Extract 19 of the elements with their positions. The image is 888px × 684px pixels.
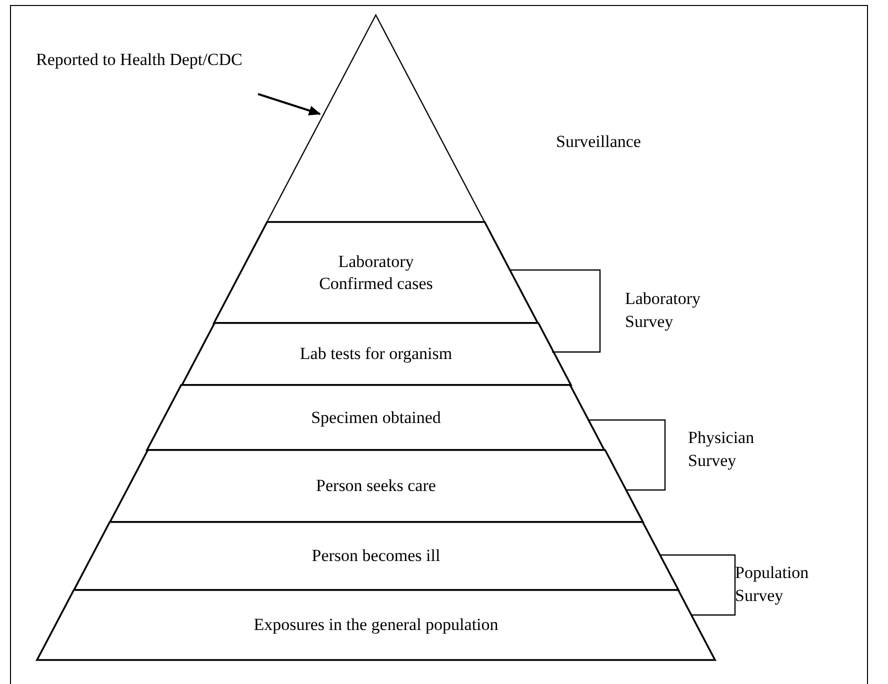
callout-text: Reported to Health Dept/CDC — [36, 48, 256, 71]
pyramid-band — [37, 590, 715, 660]
band-label: Person seeks care — [315, 475, 437, 497]
band-label: Specimen obtained — [310, 406, 442, 428]
pyramid-band — [110, 450, 642, 522]
survey-label: Physician Survey — [688, 427, 756, 472]
pyramid-band — [74, 522, 678, 590]
arrow — [258, 93, 321, 116]
pyramid-band — [214, 222, 538, 323]
band-label: Person becomes ill — [310, 545, 442, 567]
band-label: Laboratory Confirmed cases — [318, 250, 434, 294]
survey-label: Laboratory Survey — [625, 288, 702, 333]
band-label: Lab tests for organism — [298, 343, 454, 365]
pyramid-band — [182, 323, 570, 385]
pyramid-apex — [267, 15, 485, 222]
pyramid-band — [147, 385, 605, 450]
survey-label: Population Survey — [735, 562, 810, 607]
section-label: Surveillance — [556, 131, 642, 153]
band-label: Exposures in the general population — [252, 614, 500, 636]
